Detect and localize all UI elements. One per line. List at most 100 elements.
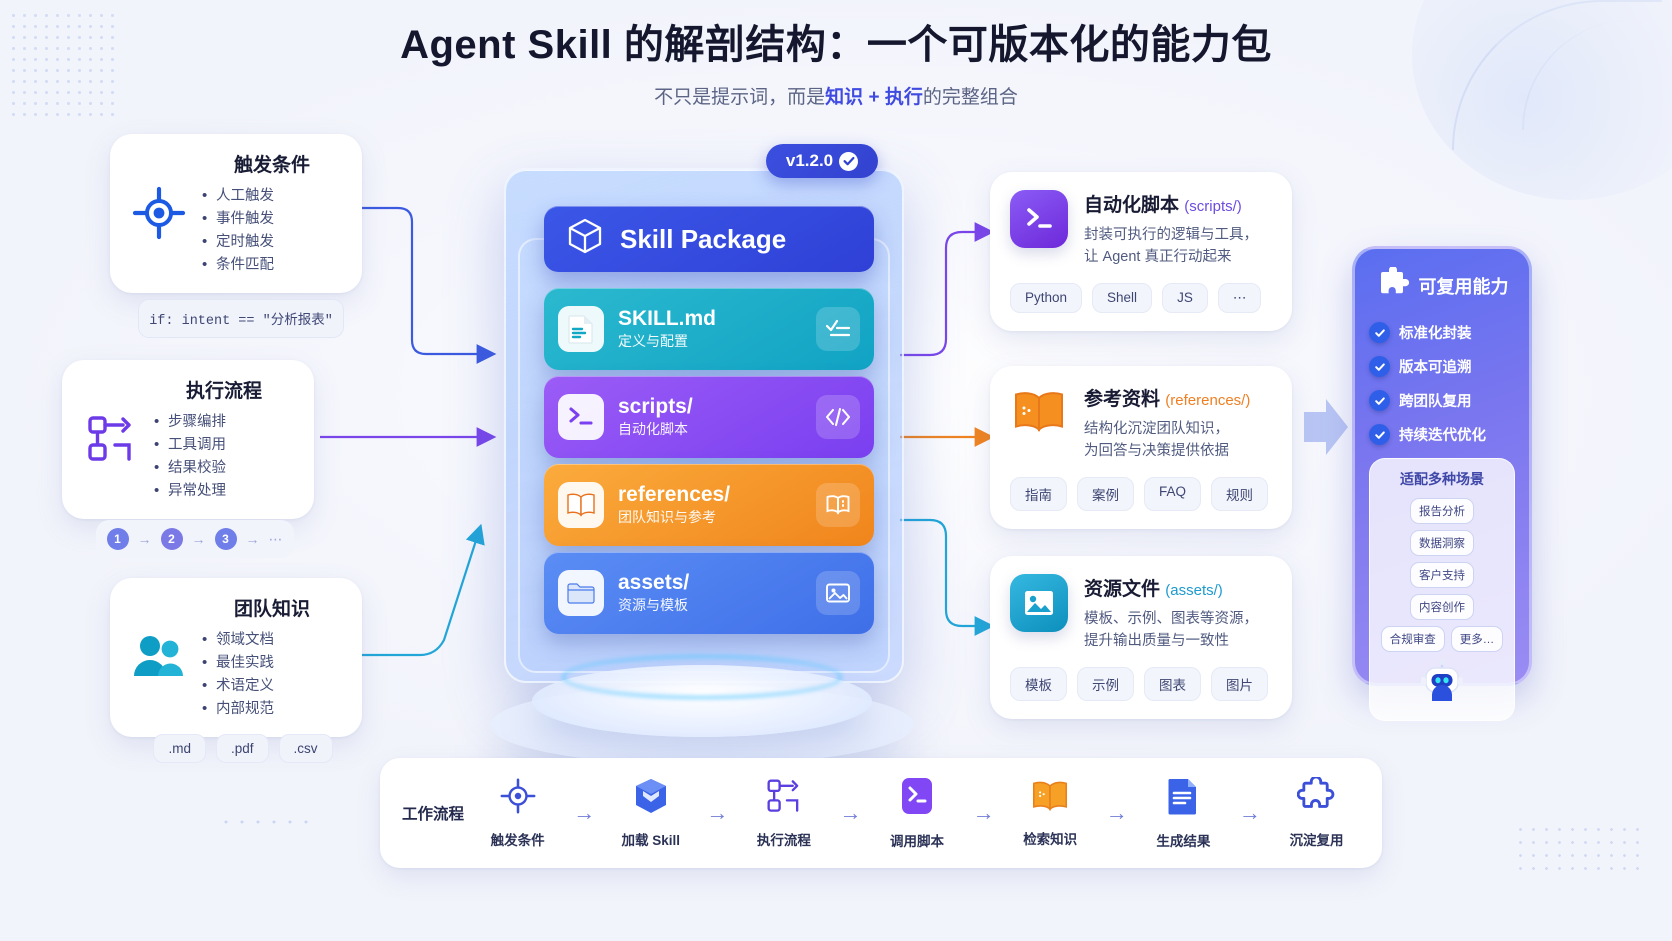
- card-path: (scripts/): [1184, 198, 1242, 215]
- workflow-step-label: 检索知识: [1023, 832, 1078, 847]
- step-arrow-icon: →: [137, 531, 152, 547]
- check-icon: [1369, 356, 1390, 377]
- decor-dots-top-left: [8, 10, 118, 120]
- step-number: 1: [106, 528, 129, 550]
- layer-subtitle: 资源与模板: [618, 597, 688, 614]
- workflow-bar: 工作流程 触发条件 → 加载 Skill →: [380, 758, 1382, 868]
- workflow-arrow-icon: →: [1105, 800, 1128, 825]
- scenario-tag[interactable]: 合规审查: [1380, 626, 1445, 652]
- workflow-arrow-icon: →: [1238, 800, 1261, 825]
- workflow-step-generate-result[interactable]: 生成结果: [1140, 776, 1227, 850]
- card-title-text: 参考资料: [1084, 389, 1161, 410]
- card-title-text: 自动化脚本: [1084, 195, 1180, 216]
- subtitle-plus: +: [868, 87, 880, 108]
- execution-list: 步骤编排 工具调用 结果校验 异常处理: [152, 410, 296, 503]
- chip[interactable]: 图片: [1211, 666, 1268, 701]
- card-automation-scripts[interactable]: 自动化脚本 (scripts/) 封装可执行的逻辑与工具， 让 Agent 真正…: [990, 172, 1292, 331]
- desc-line: 模板、示例、图表等资源，: [1084, 611, 1258, 627]
- card-title: 自动化脚本 (scripts/): [1084, 190, 1258, 217]
- scenario-tag[interactable]: 内容创作: [1410, 594, 1474, 620]
- terminal-icon: [900, 776, 934, 821]
- book-icon: [1030, 778, 1070, 819]
- open-book-icon: [816, 483, 860, 527]
- layer-title: SKILL.md: [618, 306, 716, 330]
- pedestal: [472, 655, 932, 765]
- chip[interactable]: 规则: [1211, 476, 1269, 511]
- tech-chips: Python Shell JS ⋯: [1010, 282, 1272, 313]
- terminal-tile-icon: [1010, 190, 1068, 248]
- chip[interactable]: 指南: [1010, 476, 1067, 511]
- workflow-step-label: 生成结果: [1156, 834, 1211, 849]
- workflow-step-retrieve-knowledge[interactable]: 检索知识: [1007, 778, 1094, 848]
- list-item: 定时触发: [200, 230, 344, 254]
- panel-reusable-capability[interactable]: 可复用能力 标准化封装 版本可追溯 跨团队复用 持续迭代优化 适配多种场景 报告…: [1352, 246, 1532, 721]
- workflow-step-execution[interactable]: 执行流程: [740, 777, 827, 849]
- workflow-step-call-script[interactable]: 调用脚本: [873, 776, 960, 850]
- chip[interactable]: FAQ: [1144, 476, 1202, 511]
- chip[interactable]: 示例: [1077, 666, 1134, 701]
- card-reference-materials[interactable]: 参考资料 (references/) 结构化沉淀团队知识， 为回答与决策提供依据…: [990, 366, 1292, 529]
- file-tag[interactable]: .csv: [278, 734, 333, 763]
- version-badge[interactable]: v1.2.0: [766, 144, 878, 178]
- knowledge-list: 领域文档 最佳实践 术语定义 内部规范: [200, 628, 344, 721]
- file-type-tags: .md .pdf .csv: [138, 734, 348, 763]
- panel-feature: 版本可追溯: [1369, 356, 1515, 377]
- scenario-tag[interactable]: 更多…: [1450, 626, 1504, 652]
- scenario-tag[interactable]: 报告分析: [1410, 498, 1474, 524]
- card-execution-flow[interactable]: 执行流程 步骤编排 工具调用 结果校验 异常处理: [62, 360, 314, 519]
- list-item: 事件触发: [200, 207, 344, 231]
- workflow-step-label: 触发条件: [490, 833, 545, 848]
- step-more-indicator: ⋯: [268, 530, 284, 547]
- panel-header: 可复用能力: [1369, 266, 1515, 304]
- list-item: 内部规范: [200, 697, 344, 721]
- chip[interactable]: 案例: [1077, 476, 1134, 511]
- layer-assets[interactable]: assets/ 资源与模板: [544, 552, 874, 634]
- chip[interactable]: JS: [1162, 282, 1208, 313]
- file-tag[interactable]: .pdf: [215, 734, 269, 763]
- scenario-tag[interactable]: 客户支持: [1410, 562, 1474, 588]
- desc-line: 封装可执行的逻辑与工具，: [1084, 227, 1258, 243]
- document-icon: [1167, 776, 1199, 821]
- check-icon: [1369, 322, 1390, 343]
- workflow-step-reuse[interactable]: 沉淀复用: [1273, 775, 1360, 849]
- chip[interactable]: ⋯: [1217, 282, 1262, 313]
- scenario-tag[interactable]: 数据洞察: [1410, 530, 1474, 556]
- panel-feature-label: 版本可追溯: [1399, 360, 1472, 376]
- page-subtitle: 不只是提示词，而是知识 + 执行的完整组合: [0, 82, 1672, 109]
- team-icon: [128, 594, 190, 721]
- card-title: 参考资料 (references/): [1084, 384, 1250, 411]
- card-title: 资源文件 (assets/): [1084, 574, 1258, 601]
- list-item: 最佳实践: [200, 651, 344, 675]
- layer-references[interactable]: references/ 团队知识与参考: [544, 464, 874, 546]
- card-trigger-conditions[interactable]: 触发条件 人工触发 事件触发 定时触发 条件匹配: [110, 134, 362, 293]
- panel-feature-label: 标准化封装: [1399, 326, 1472, 342]
- list-item: 结果校验: [152, 456, 296, 480]
- cube-icon: [566, 217, 604, 262]
- file-tag[interactable]: .md: [153, 734, 206, 763]
- layer-text: assets/ 资源与模板: [618, 571, 802, 615]
- card-team-knowledge[interactable]: 团队知识 领域文档 最佳实践 术语定义 内部规范: [110, 578, 362, 737]
- layer-scripts[interactable]: scripts/ 自动化脚本: [544, 376, 874, 458]
- chip[interactable]: 模板: [1010, 666, 1067, 701]
- chip[interactable]: Python: [1010, 282, 1083, 313]
- chip[interactable]: Shell: [1092, 282, 1153, 313]
- layer-subtitle: 团队知识与参考: [618, 509, 716, 526]
- book-tile-icon: [1010, 384, 1068, 442]
- image-icon: [816, 571, 860, 615]
- list-item: 步骤编排: [152, 410, 296, 434]
- layer-text: scripts/ 自动化脚本: [618, 395, 802, 439]
- card-resource-files[interactable]: 资源文件 (assets/) 模板、示例、图表等资源， 提升输出质量与一致性 模…: [990, 556, 1292, 719]
- layer-skill-md[interactable]: SKILL.md 定义与配置: [544, 288, 874, 370]
- workflow-step-trigger[interactable]: 触发条件: [474, 777, 561, 849]
- check-icon: [1369, 424, 1390, 445]
- workflow-step-load-skill[interactable]: 加载 Skill: [607, 777, 694, 849]
- cube-icon: [634, 777, 668, 820]
- workflow-arrow-icon: →: [972, 800, 995, 825]
- subtitle-highlight-knowledge: 知识: [825, 87, 864, 108]
- step-sequence: 1 → 2 → 3 → ⋯: [96, 520, 294, 558]
- target-icon: [499, 777, 537, 820]
- workflow-arrow-icon: →: [706, 800, 729, 825]
- document-icon: [558, 306, 604, 352]
- decor-dots-bottom-right: [1514, 823, 1644, 879]
- chip[interactable]: 图表: [1144, 666, 1201, 701]
